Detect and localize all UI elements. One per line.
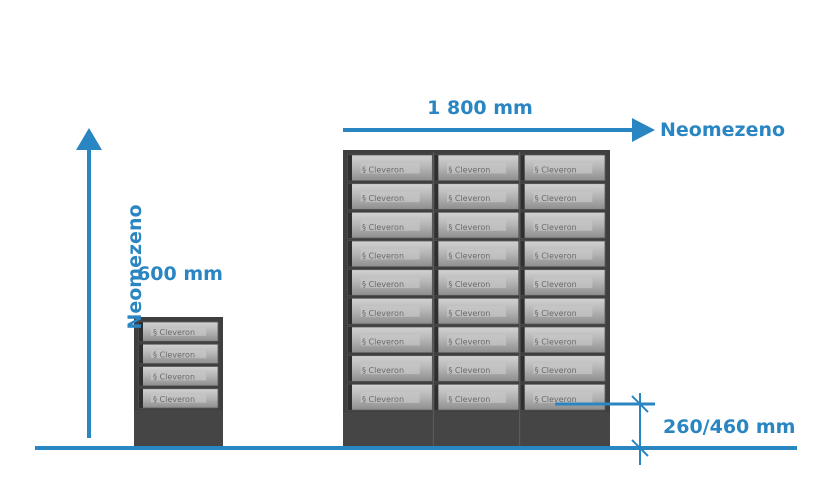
drawer: § Cleveron (520, 240, 606, 268)
drawer-brand-text: § Cleveron (153, 373, 195, 382)
drawer: § Cleveron (138, 366, 219, 387)
drawer-brand-text: § Cleveron (535, 309, 577, 318)
large-cabinet: § Cleveron § Cleveron § Cleveron § Cleveron… (343, 150, 610, 446)
drawer: § Cleveron (433, 383, 520, 411)
drawer: § Cleveron (347, 154, 433, 182)
drawer-brand-text: § Cleveron (448, 223, 490, 232)
drawer: § Cleveron (520, 154, 606, 182)
large-width-label: 1 800 mm (427, 97, 533, 119)
drawer-brand-text: § Cleveron (448, 309, 490, 318)
drawer: § Cleveron (347, 240, 433, 268)
drawer: § Cleveron (433, 297, 520, 325)
drawer: § Cleveron (347, 355, 433, 382)
drawer: § Cleveron (138, 343, 219, 364)
drawer: § Cleveron (347, 326, 433, 354)
small-width-label: 600 mm (137, 263, 223, 285)
drawer-brand-text: § Cleveron (362, 337, 404, 346)
drawer-brand-text: § Cleveron (153, 328, 195, 337)
plinth-dimension-marker (555, 393, 655, 465)
drawer: § Cleveron (433, 183, 520, 210)
drawer-brand-text: § Cleveron (153, 350, 195, 359)
drawer: § Cleveron (520, 355, 606, 382)
drawer: § Cleveron (347, 211, 433, 239)
drawer-brand-text: § Cleveron (362, 251, 404, 260)
cabinet-plinth (134, 410, 223, 446)
drawer-brand-text: § Cleveron (535, 165, 577, 174)
drawer: § Cleveron (347, 183, 433, 210)
drawer-brand-text: § Cleveron (535, 366, 577, 375)
drawer-brand-text: § Cleveron (535, 337, 577, 346)
drawer: § Cleveron (433, 240, 520, 268)
drawer-brand-text: § Cleveron (362, 366, 404, 375)
drawer-brand-text: § Cleveron (535, 280, 577, 289)
drawer: § Cleveron (520, 297, 606, 325)
drawer-brand-text: § Cleveron (362, 395, 404, 404)
drawer: § Cleveron (433, 326, 520, 354)
drawer: § Cleveron (433, 211, 520, 239)
drawer: § Cleveron (520, 269, 606, 296)
drawer-brand-text: § Cleveron (362, 309, 404, 318)
drawer: § Cleveron (433, 355, 520, 382)
drawer-brand-text: § Cleveron (362, 165, 404, 174)
drawer: § Cleveron (347, 269, 433, 296)
drawer-brand-text: § Cleveron (448, 194, 490, 203)
drawer: § Cleveron (433, 269, 520, 296)
drawer: § Cleveron (138, 321, 219, 342)
drawer-brand-text: § Cleveron (535, 223, 577, 232)
drawer-brand-text: § Cleveron (535, 194, 577, 203)
drawer-brand-text: § Cleveron (448, 280, 490, 289)
drawer-brand-text: § Cleveron (362, 194, 404, 203)
drawer: § Cleveron (520, 183, 606, 210)
drawer-brand-text: § Cleveron (535, 395, 577, 404)
drawer-brand-text: § Cleveron (448, 337, 490, 346)
drawer: § Cleveron (347, 297, 433, 325)
drawer-brand-text: § Cleveron (153, 395, 195, 404)
drawer: § Cleveron (520, 383, 606, 411)
drawer: § Cleveron (520, 211, 606, 239)
drawer-brand-text: § Cleveron (448, 251, 490, 260)
horizontal-arrow (343, 118, 655, 142)
drawer-brand-text: § Cleveron (362, 223, 404, 232)
cabinet-plinth (343, 412, 610, 446)
small-cabinet: § Cleveron § Cleveron § Cleveron § Cleveron (134, 317, 223, 446)
drawer: § Cleveron (347, 383, 433, 411)
drawer-brand-text: § Cleveron (448, 165, 490, 174)
drawer: § Cleveron (520, 326, 606, 354)
horizontal-unlimited-label: Neomezeno (660, 119, 786, 141)
drawer: § Cleveron (433, 154, 520, 182)
plinth-height-label: 260/460 mm (663, 416, 796, 438)
drawer-brand-text: § Cleveron (362, 280, 404, 289)
drawer-brand-text: § Cleveron (448, 366, 490, 375)
drawer-brand-text: § Cleveron (535, 251, 577, 260)
drawer-brand-text: § Cleveron (448, 395, 490, 404)
drawer: § Cleveron (138, 388, 219, 409)
vertical-arrow (76, 128, 102, 438)
